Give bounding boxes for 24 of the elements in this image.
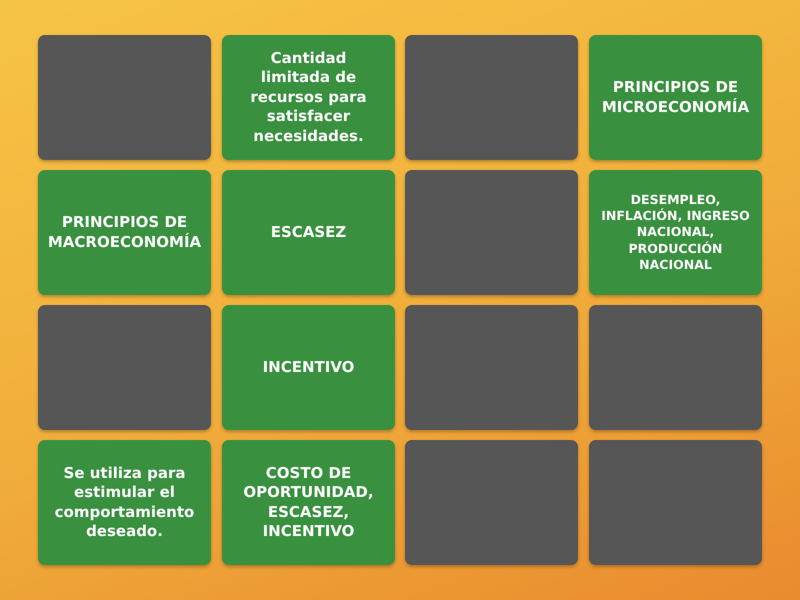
blank-card xyxy=(405,440,578,565)
answer-card xyxy=(222,305,395,430)
card-text: Se utiliza para estimular el comportamiento deseado. xyxy=(54,464,196,542)
answer-card xyxy=(222,440,395,565)
card-text: Cantidad limitada de recursos para satisfacer necesidades. xyxy=(249,48,368,146)
blank-card xyxy=(38,35,211,160)
answer-card xyxy=(222,170,395,295)
card-text: INCENTIVO xyxy=(262,358,354,378)
answer-card xyxy=(222,35,395,160)
blank-card xyxy=(589,305,762,430)
answer-card xyxy=(589,35,762,160)
answer-card xyxy=(38,170,211,295)
answer-card xyxy=(38,440,211,565)
card-text: PRINCIPIOS DE MICROECONOMÍA xyxy=(601,78,750,117)
card-text: COSTO DE OPORTUNIDAD, ESCASEZ, INCENTIVO xyxy=(242,464,375,542)
blank-card xyxy=(405,35,578,160)
blank-card xyxy=(38,305,211,430)
card-text: ESCASEZ xyxy=(270,222,346,242)
answer-card xyxy=(589,170,762,295)
blank-card xyxy=(405,305,578,430)
blank-card xyxy=(589,440,762,565)
card-text: PRINCIPIOS DE MACROECONOMÍA xyxy=(48,213,202,252)
blank-card xyxy=(405,170,578,295)
card-text: DESEMPLEO, INFLACIÓN, INGRESO NACIONAL, PRODUCCIÓN NACIONAL xyxy=(601,192,750,274)
